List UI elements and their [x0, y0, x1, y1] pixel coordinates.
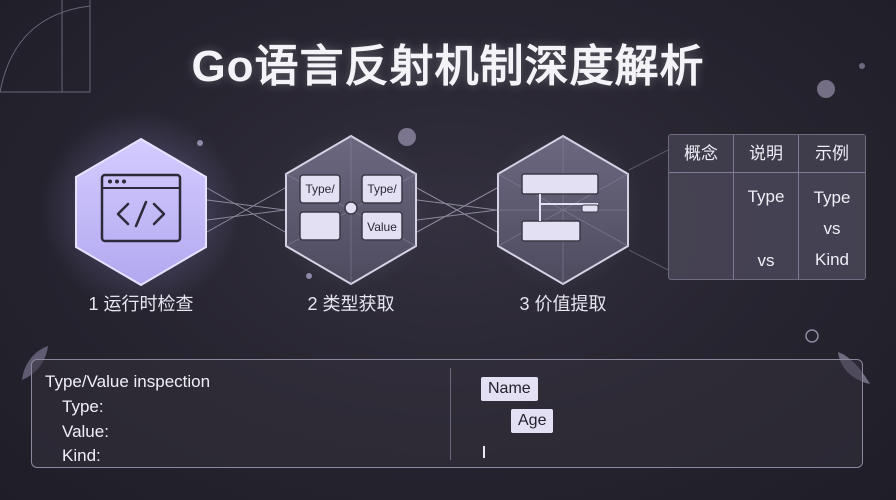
- table-header-concept: 概念: [669, 135, 734, 173]
- connector-lines: [206, 149, 669, 271]
- table-cell-line: vs: [757, 251, 775, 270]
- step-2-hexagon: Type/ Type/ Value: [285, 134, 417, 286]
- table-header-example: 示例: [799, 135, 865, 173]
- table-cell-example: Type vs Kind: [799, 173, 865, 279]
- table-cell-line: vs: [823, 219, 841, 238]
- struct-fields-icon: [521, 173, 599, 242]
- inspection-title: Type/Value inspection: [45, 372, 211, 391]
- step-3-hexagon: [497, 134, 629, 286]
- field-chip-name: Name: [481, 377, 538, 401]
- step-1-label: 1 运行时检查: [88, 294, 194, 314]
- decor-circle: [805, 329, 819, 343]
- concept-table: 概念 说明 示例 Type vs Type vs Kind: [668, 134, 866, 280]
- type-value-blocks-icon: Type/ Type/ Value: [299, 174, 403, 241]
- table-header-description: 说明: [734, 135, 799, 173]
- panel-divider: [450, 368, 451, 460]
- page-title: Go语言反射机制深度解析: [191, 42, 705, 91]
- block-label: Type/: [367, 182, 397, 196]
- block-label: Value: [367, 220, 397, 234]
- inspection-value-label: Value:: [62, 422, 109, 441]
- table-cell-line: Kind: [814, 250, 850, 269]
- table-cell-line: Type: [813, 188, 851, 207]
- step-2-label: 2 类型获取: [307, 294, 395, 314]
- table-cell-description: Type vs: [734, 173, 799, 279]
- step-3-label: 3 价值提取: [519, 294, 607, 314]
- block-label: Type/: [305, 182, 335, 196]
- corner-ornament: [0, 0, 91, 93]
- step-1-hexagon: [75, 137, 207, 287]
- decor-circle: [817, 80, 835, 98]
- inspection-kind-label: Kind:: [62, 446, 101, 465]
- decor-circle: [398, 128, 416, 146]
- text-cursor: [483, 446, 485, 458]
- table-cell-line: Type: [747, 187, 785, 206]
- code-window-icon: [100, 173, 182, 243]
- field-chip-age: Age: [511, 409, 554, 433]
- inspection-panel: Type/Value inspection Type: Value: Kind:…: [31, 359, 863, 468]
- table-cell-concept: [669, 173, 734, 279]
- decor-circle: [859, 63, 865, 69]
- inspection-type-label: Type:: [62, 397, 104, 416]
